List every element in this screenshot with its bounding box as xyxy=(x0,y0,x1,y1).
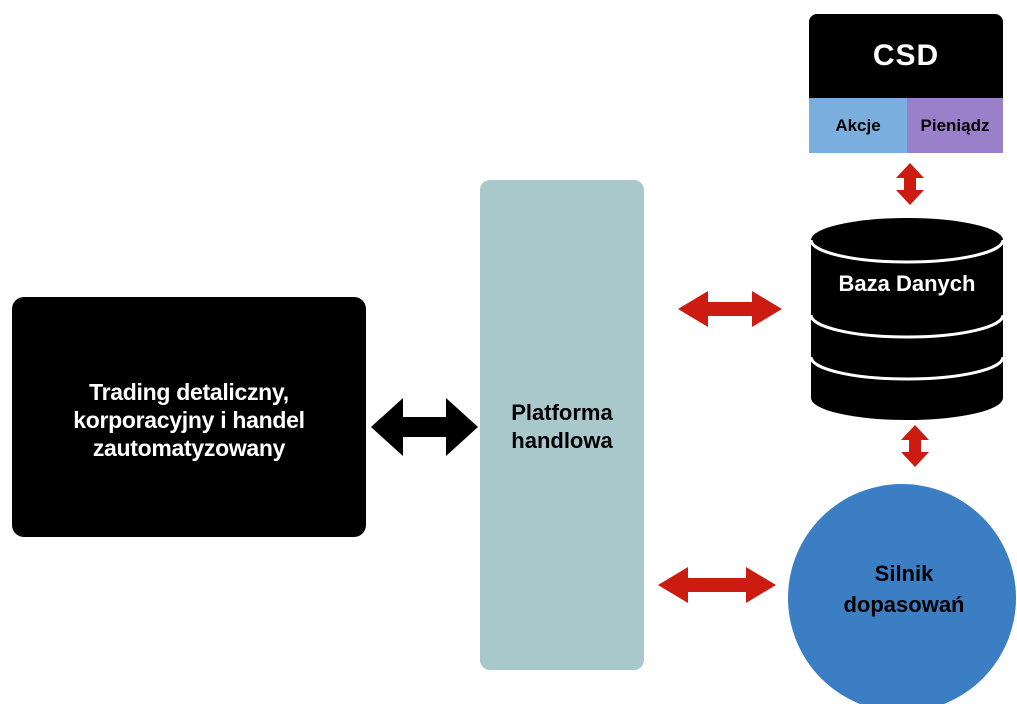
trading-platform-box: Platforma handlowa xyxy=(480,180,644,670)
database-cylinder-icon xyxy=(809,218,1005,420)
csd-block: CSD Akcje Pieniądz xyxy=(809,14,1003,153)
double-arrow-csd-database-icon xyxy=(896,163,924,205)
double-arrow-database-engine-icon xyxy=(901,425,929,467)
trading-label: Trading detaliczny, korporacyjny i hande… xyxy=(73,379,305,461)
trading-box: Trading detaliczny, korporacyjny i hande… xyxy=(12,297,366,537)
matching-engine-circle xyxy=(788,484,1016,704)
double-arrow-trading-platform-icon xyxy=(371,398,478,456)
csd-header: CSD xyxy=(809,14,1003,98)
csd-akcje-label: Akcje xyxy=(835,115,881,135)
csd-pieniadz-cell: Pieniądz xyxy=(907,98,1003,153)
platform-label: Platforma handlowa xyxy=(511,400,613,453)
matching-engine-label: Silnik dopasowań xyxy=(843,561,965,617)
csd-pieniadz-label: Pieniądz xyxy=(920,115,990,135)
double-arrow-platform-engine-icon xyxy=(658,567,776,603)
double-arrow-platform-database-icon xyxy=(678,291,782,327)
csd-title: CSD xyxy=(872,39,940,72)
csd-akcje-cell: Akcje xyxy=(809,98,907,153)
database-label: Baza Danych xyxy=(838,271,976,296)
